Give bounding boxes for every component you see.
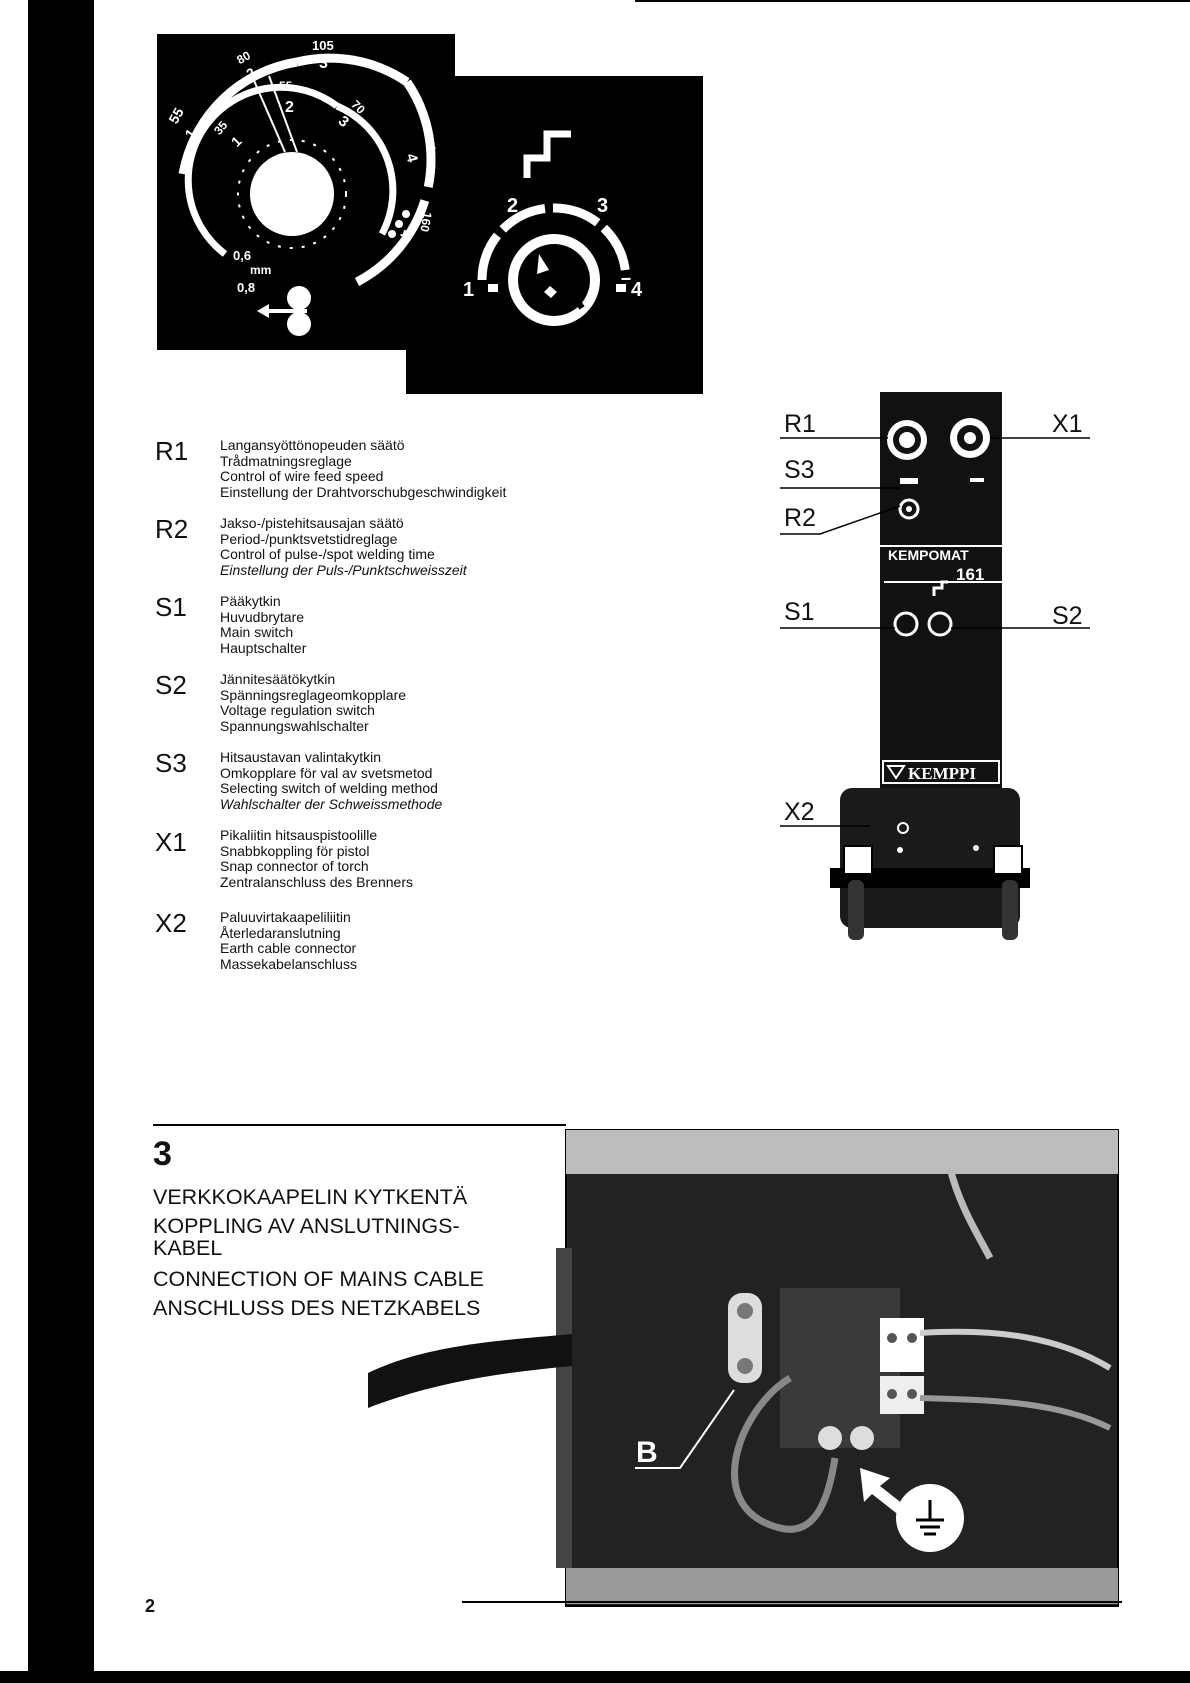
bottom-rule [462,1601,1122,1603]
legend-line: Hauptschalter [220,639,307,656]
step-label: 1 [463,279,474,301]
legend-line: Voltage regulation switch [220,702,375,718]
wire-label: 105 [312,38,334,53]
legend-entry: Pääkytkin Huvudbrytare Main switch Haupt… [220,593,307,656]
section-rule [153,1124,566,1126]
wire-feed-dial: 55 1 35 1 80 2 55 2 105 3 70 3 140 4 160… [165,38,439,336]
legend-code: S2 [155,670,187,700]
label-s2: S2 [1052,602,1083,630]
legend-line: Period-/punktsvetstidreglage [220,530,398,547]
legend-line: Massekabelanschluss [220,955,357,972]
section-title-sv: KOPPLING AV ANSLUTNINGS- [153,1214,460,1238]
legend-line: Trådmatningsreglage [220,452,352,469]
legend-line: Zentralanschluss des Brenners [220,873,413,890]
legend-line: Återledaranslutning [220,924,341,941]
legend-line: Omkopplare för val av svetsmetod [220,764,433,781]
legend-line: Huvudbrytare [220,608,305,625]
section-number: 3 [153,1135,172,1173]
wire-label: 80 [234,48,253,67]
legend-line: Main switch [220,624,294,640]
legend-line: Langansyöttönopeuden säätö [220,437,405,453]
legend-line: Spannungswahlschalter [220,717,369,734]
step-label: 3 [597,195,608,217]
legend-line: Einstellung der Puls-/Punktschweisszeit [220,561,467,578]
top-edge-line [635,0,1190,2]
label-r1: R1 [784,410,816,438]
label-r2: R2 [784,504,816,532]
legend-line: Selecting switch of welding method [220,780,438,796]
legend-entry: Jakso-/pistehitsausajan säätö Period-/pu… [220,515,467,578]
model-number: 161 [956,565,984,584]
label-s3: S3 [784,456,815,484]
section-title-sv-cont: KABEL [153,1236,223,1260]
mains-cable-connection-photo: B [368,1129,1119,1607]
legend-code: R2 [155,514,189,544]
model-name: KEMPOMAT [888,547,969,563]
wire-label: 2 [285,99,294,116]
label-s1: S1 [784,598,815,626]
wire-label: 55 [279,79,293,93]
welding-machine-illustration: KEMPOMAT 161 KEMPPI R1 S3 R2 S1 X2 X1 S2 [780,392,1090,940]
label-x1: X1 [1052,410,1083,438]
legend-line: Control of pulse-/spot welding time [220,546,435,562]
legend-entry: Pikaliitin hitsauspistoolille Snabbkoppl… [220,827,413,890]
legend-code: X2 [155,908,187,938]
wire-label: 140 [421,131,438,153]
legend-line: Snap connector of torch [220,858,369,874]
legend-line: Jännitesäätökytkin [220,671,336,687]
legend-line: Snabbkoppling för pistol [220,842,370,859]
control-dials-figure: 55 1 35 1 80 2 55 2 105 3 70 3 140 4 160… [157,34,703,394]
legend-line: Spänningsreglageomkopplare [220,686,407,703]
wire-label: 0,6 [233,248,251,263]
legend-entry: Langansyöttönopeuden säätö Trådmatningsr… [220,437,507,500]
wire-label: 160 [417,211,434,233]
step-label: 4 [631,279,643,301]
legend-line: Wahlschalter der Schweissmethode [220,795,443,812]
bottom-edge-bar [0,1671,1190,1683]
legend-code: S1 [155,592,187,622]
label-x2: X2 [784,798,815,826]
legend-entry: Jännitesäätökytkin Spänningsreglageomkop… [220,671,407,734]
step-label: 2 [507,195,518,217]
wire-label: 3 [319,55,328,72]
legend-line: Pikaliitin hitsauspistoolille [220,827,378,843]
legend-line: Paluuvirtakaapeliliitin [220,909,351,925]
brand-name: KEMPPI [908,764,976,783]
wire-label: 55 [165,105,187,127]
legend-entry: Hitsaustavan valintakytkin Omkopplare fö… [220,749,443,812]
legend-entry: Paluuvirtakaapeliliitin Återledaranslutn… [220,909,357,972]
legend-line: Earth cable connector [220,940,357,956]
page-edge-bar [28,0,94,1683]
legend-line: Einstellung der Drahtvorschubgeschwindig… [220,483,507,500]
legend-line: Jakso-/pistehitsausajan säätö [220,515,404,531]
legend-code: X1 [155,827,187,857]
wire-feed-roll-icon [257,286,311,336]
legend-line: Control of wire feed speed [220,468,384,484]
legend-code: S3 [155,748,187,778]
section-title-de: ANSCHLUSS DES NETZKABELS [153,1296,481,1320]
legend-line: Hitsaustavan valintakytkin [220,749,382,765]
photo-label-b: B [636,1436,658,1469]
step-switch-dial: 1 2 3 4 [463,130,643,326]
wire-label: mm [250,263,271,277]
legend-line: Pääkytkin [220,593,281,609]
page-number: 2 [145,1596,156,1616]
section-title-en: CONNECTION OF MAINS CABLE [153,1267,484,1291]
section-title-fi: VERKKOKAAPELIN KYTKENTÄ [153,1185,468,1209]
wire-label: 0,8 [237,280,255,295]
legend-code: R1 [155,436,189,466]
